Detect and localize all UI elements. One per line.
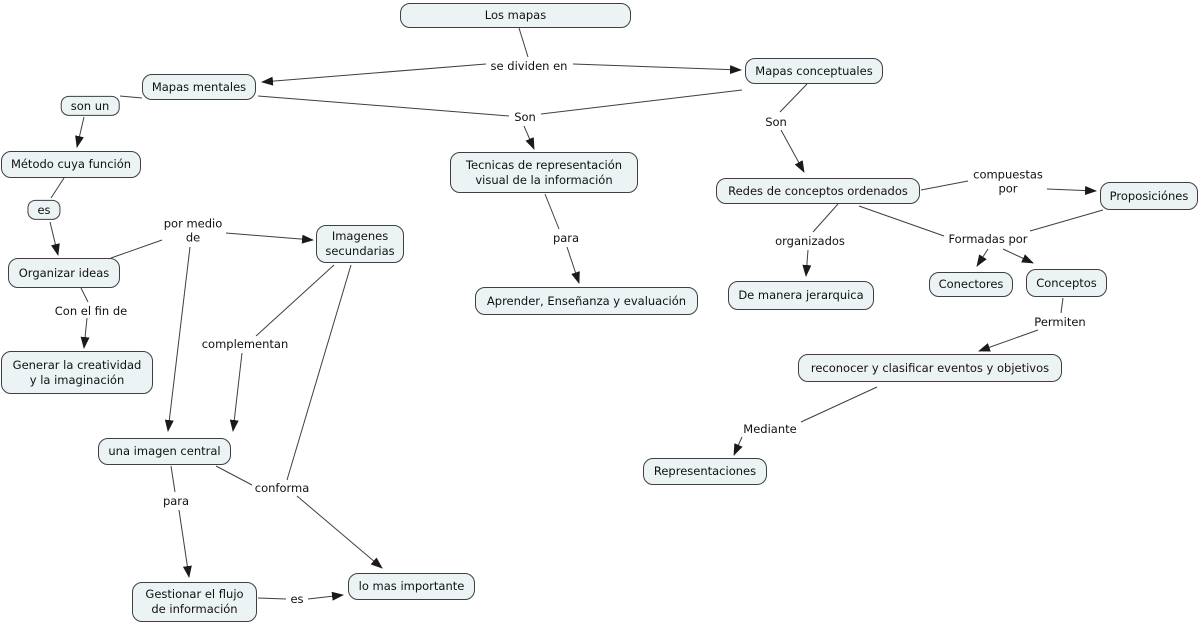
edge-line bbox=[80, 287, 89, 303]
edge-line bbox=[920, 180, 969, 191]
edge-line bbox=[296, 495, 383, 569]
edge-line bbox=[802, 249, 812, 277]
linking-phrase-conforma[interactable]: conforma bbox=[254, 480, 310, 495]
edge-line bbox=[540, 89, 743, 115]
edge-line bbox=[170, 465, 176, 493]
linking-phrase-permiten[interactable]: Permiten bbox=[1034, 314, 1086, 329]
concept-node-proposiciones[interactable]: Proposiciónes bbox=[1100, 182, 1198, 210]
linking-phrase-organizados[interactable]: organizados bbox=[775, 233, 845, 248]
concept-node-imagenes-secundarias[interactable]: Imagenes secundarias bbox=[316, 225, 404, 263]
edge-line bbox=[50, 177, 65, 199]
edge-line bbox=[49, 221, 60, 256]
concept-node-tecnicas-representacion[interactable]: Tecnicas de representación visual de la … bbox=[450, 152, 638, 193]
linking-phrase-con-el-fin-de[interactable]: Con el fin de bbox=[54, 303, 128, 318]
edge-line bbox=[1029, 209, 1104, 232]
concept-node-conceptos[interactable]: Conceptos bbox=[1026, 269, 1107, 297]
edge-line bbox=[1060, 297, 1064, 314]
edge-line bbox=[110, 239, 163, 259]
concept-node-representaciones[interactable]: Representaciones bbox=[643, 458, 767, 485]
linking-phrase-mediante[interactable]: Mediante bbox=[743, 421, 797, 436]
edge-line bbox=[733, 436, 743, 456]
edge-line bbox=[518, 27, 529, 58]
edge-line bbox=[307, 591, 344, 601]
linking-phrase-para-centro[interactable]: para bbox=[552, 230, 580, 245]
concept-node-gestionar-el-flujo[interactable]: Gestionar el flujo de información bbox=[132, 582, 257, 622]
edge-line bbox=[75, 116, 85, 148]
edge-line bbox=[1046, 186, 1097, 196]
concept-node-redes-de-conceptos[interactable]: Redes de conceptos ordenados bbox=[716, 178, 920, 204]
edge-line bbox=[858, 205, 945, 237]
concept-node-los-mapas[interactable]: Los mapas bbox=[400, 3, 631, 28]
edge-line bbox=[812, 203, 839, 233]
edge-line bbox=[215, 465, 253, 486]
edge-line bbox=[523, 125, 535, 150]
edge-line bbox=[229, 352, 243, 432]
edge-line bbox=[225, 232, 314, 244]
concept-node-generar-la-creatividad[interactable]: Generar la creatividad y la imaginación bbox=[1, 351, 153, 394]
concept-node-una-imagen-central[interactable]: una imagen central bbox=[98, 438, 231, 465]
edge-line bbox=[978, 329, 1039, 352]
linking-phrase-son-centro[interactable]: Son bbox=[514, 109, 536, 124]
linking-phrase-son-derecha[interactable]: Son bbox=[765, 114, 787, 129]
edge-line bbox=[1002, 248, 1034, 264]
concept-node-lo-mas-importante[interactable]: lo mas importante bbox=[348, 573, 475, 600]
edge-line bbox=[779, 83, 808, 113]
edge-line bbox=[164, 246, 191, 432]
edge-line bbox=[572, 63, 742, 75]
linking-phrase-se-dividen-en[interactable]: se dividen en bbox=[490, 58, 568, 73]
edge-line bbox=[544, 193, 560, 230]
linking-phrase-es-izquierda[interactable]: es bbox=[27, 199, 61, 221]
edge-line bbox=[800, 386, 878, 423]
linking-phrase-es-abajo[interactable]: es bbox=[290, 591, 304, 606]
concept-node-de-manera-jerarquica[interactable]: De manera jerarquica bbox=[728, 281, 874, 310]
concept-node-mapas-conceptuales[interactable]: Mapas conceptuales bbox=[745, 58, 883, 84]
edge-line bbox=[261, 63, 487, 86]
edge-line bbox=[178, 509, 192, 578]
linking-phrase-para-izquierda[interactable]: para bbox=[162, 493, 190, 508]
concept-node-reconocer-clasificar[interactable]: reconocer y clasificar eventos y objetiv… bbox=[798, 354, 1062, 382]
edge-line bbox=[257, 95, 510, 117]
linking-phrase-formadas-por[interactable]: Formadas por bbox=[948, 231, 1028, 246]
edge-line bbox=[286, 264, 352, 481]
edge-line bbox=[255, 264, 335, 337]
edge-line bbox=[257, 597, 287, 600]
concept-node-conectores[interactable]: Conectores bbox=[929, 272, 1013, 297]
edge-line bbox=[780, 129, 805, 173]
concept-node-aprender-ensenanza[interactable]: Aprender, Enseñanza y evaluación bbox=[475, 287, 698, 315]
linking-phrase-por-medio-de[interactable]: por medio de bbox=[163, 216, 223, 245]
linking-phrase-complementan[interactable]: complementan bbox=[201, 336, 289, 351]
concept-node-organizar-ideas[interactable]: Organizar ideas bbox=[8, 258, 120, 288]
linking-phrase-son-un[interactable]: son un bbox=[60, 95, 120, 117]
edge-line bbox=[566, 246, 580, 284]
concept-node-mapas-mentales[interactable]: Mapas mentales bbox=[142, 74, 256, 100]
edge-line bbox=[976, 248, 989, 267]
edge-line bbox=[119, 95, 143, 99]
linking-phrase-compuestas-por[interactable]: compuestas por bbox=[973, 167, 1043, 196]
edge-line bbox=[80, 317, 90, 349]
concept-node-metodo-cuya-funcion[interactable]: Método cuya función bbox=[1, 151, 141, 178]
